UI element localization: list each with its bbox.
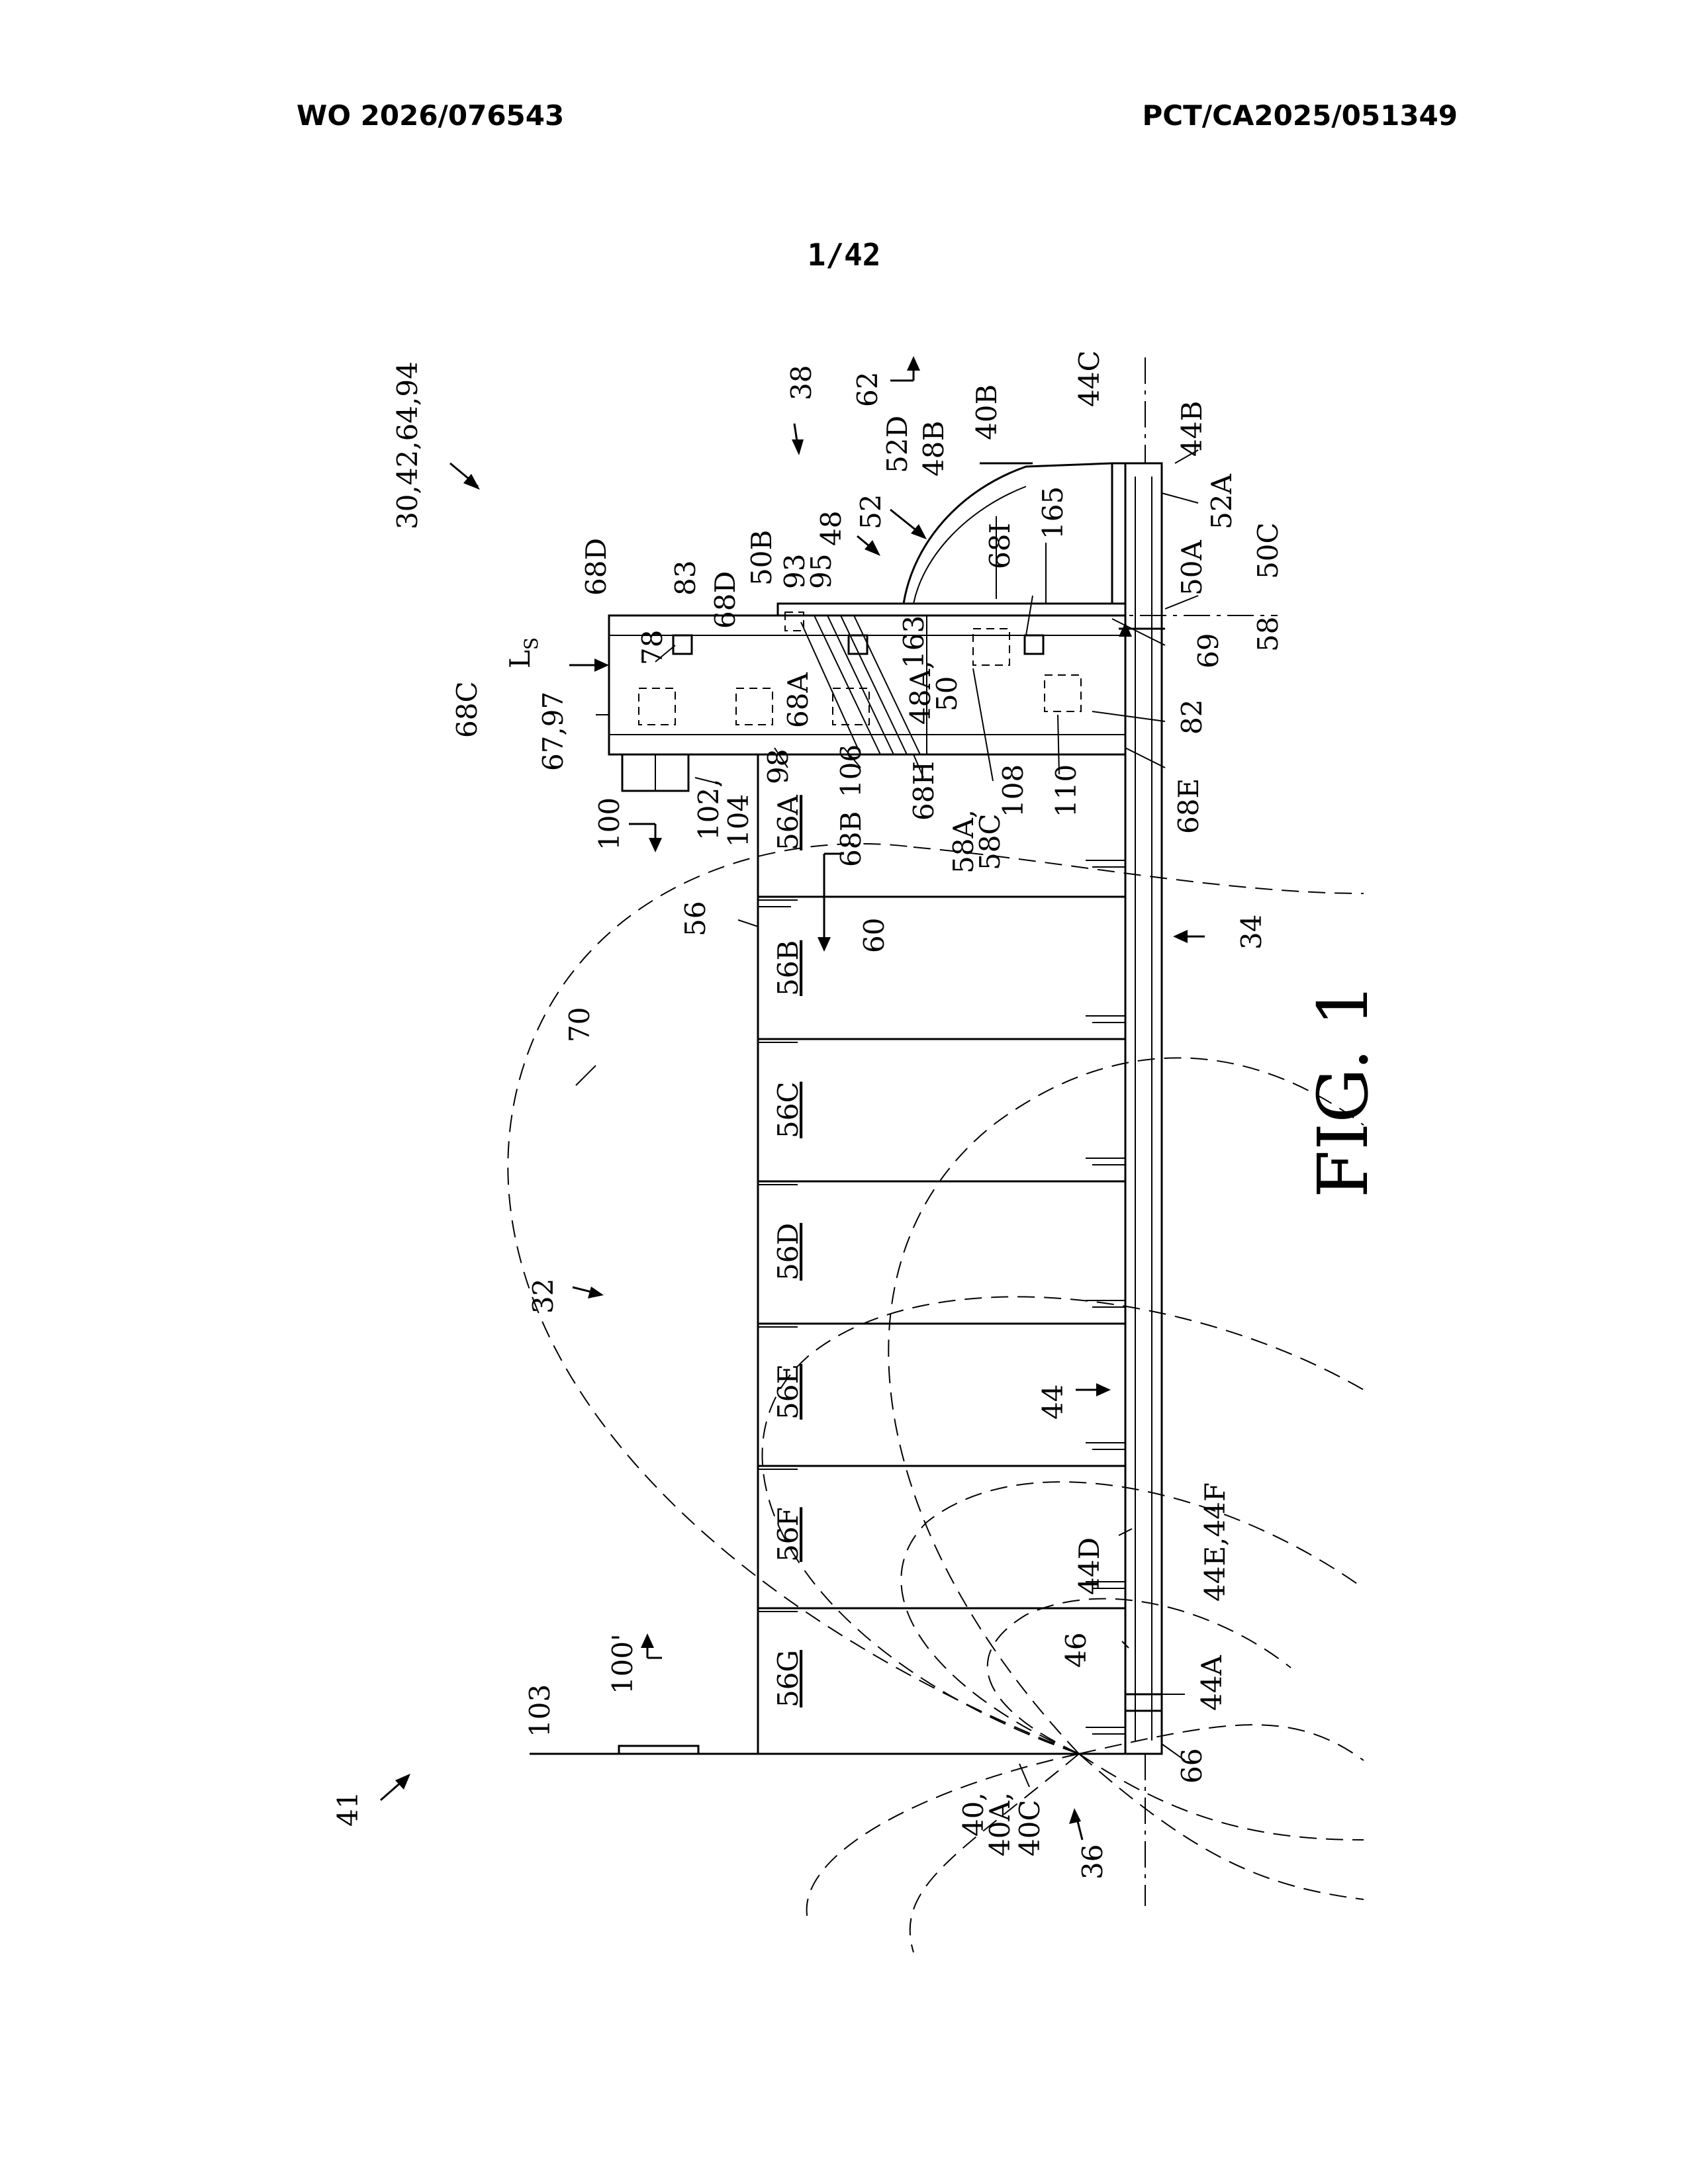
label-50a: 50A	[1176, 540, 1208, 596]
label-56a: 56A	[772, 795, 804, 850]
label-70: 70	[563, 1007, 596, 1042]
label-ls-sub: S	[520, 637, 542, 650]
label-36: 36	[1076, 1844, 1109, 1880]
label-108: 108	[997, 764, 1029, 817]
label-68e: 68E	[1172, 778, 1205, 834]
label-56b: 56B	[772, 940, 804, 996]
label-82: 82	[1176, 700, 1208, 735]
label-44ef: 44E,44F	[1199, 1482, 1231, 1602]
label-56c: 56C	[772, 1081, 804, 1138]
label-100: 100	[593, 797, 626, 850]
label-66: 66	[1176, 1749, 1208, 1784]
label-104: 104	[722, 794, 755, 847]
label-60: 60	[858, 918, 890, 953]
label-52d: 52D	[881, 416, 914, 473]
label-98: 98	[762, 749, 794, 784]
label-44: 44	[1037, 1385, 1069, 1420]
label-56d: 56D	[772, 1223, 804, 1281]
label-68a: 68A	[782, 672, 814, 728]
label-110: 110	[1050, 764, 1082, 817]
label-68b: 68B	[835, 811, 867, 867]
label-50: 50	[931, 676, 963, 711]
label-68d-top: 68D	[580, 538, 612, 596]
label-44a: 44A	[1196, 1655, 1228, 1711]
label-52: 52	[855, 494, 887, 529]
panel-stack-56	[530, 754, 1162, 1754]
label-67-97: 67,97	[537, 692, 569, 771]
label-56e: 56E	[772, 1364, 804, 1420]
label-68i: 68I	[984, 523, 1016, 569]
label-58: 58	[1252, 617, 1284, 652]
label-ls: LS	[504, 637, 542, 668]
label-50c: 50C	[1252, 522, 1284, 579]
label-48: 48	[815, 511, 847, 546]
enclosure-68	[609, 612, 1125, 791]
label-44b: 44B	[1176, 401, 1208, 457]
label-83: 83	[669, 561, 702, 596]
label-50b: 50B	[745, 530, 778, 586]
label-48b: 48B	[917, 421, 950, 477]
label-106: 106	[835, 745, 867, 797]
field-curves	[508, 844, 1364, 1952]
label-52a: 52A	[1205, 474, 1238, 529]
label-30: 30,42,64,94	[391, 361, 424, 529]
label-68h: 68H	[908, 761, 940, 821]
label-100p: 100'	[606, 1633, 639, 1694]
label-95: 95	[805, 554, 837, 589]
base-member-44	[1125, 357, 1162, 1906]
label-46: 46	[1060, 1633, 1092, 1668]
label-ls-main: L	[504, 650, 536, 668]
label-44d: 44D	[1073, 1537, 1105, 1595]
label-40a: 40A,	[984, 1792, 1016, 1856]
label-56g: 56G	[772, 1650, 804, 1707]
ground-103	[530, 1746, 758, 1754]
label-103: 103	[524, 1684, 556, 1737]
label-56f: 56F	[772, 1507, 804, 1562]
label-62: 62	[851, 372, 884, 407]
label-40b: 40B	[970, 385, 1003, 440]
label-58c: 58C	[974, 813, 1006, 870]
label-78: 78	[636, 630, 669, 665]
label-34: 34	[1235, 915, 1268, 950]
label-68c: 68C	[451, 681, 483, 738]
label-40c: 40C	[1013, 1799, 1046, 1856]
label-41: 41	[332, 1792, 364, 1827]
label-38: 38	[785, 365, 818, 400]
label-56: 56	[679, 901, 712, 936]
label-165: 165	[1037, 486, 1069, 539]
reference-labels: 30,42,64,94 38 62 40B 44C 44B 52D 48B 52…	[332, 350, 1284, 1880]
label-32: 32	[527, 1279, 559, 1314]
label-68d: 68D	[709, 571, 741, 629]
label-69: 69	[1192, 633, 1225, 668]
figure-title: FIG. 1	[1303, 983, 1383, 1198]
label-102: 102,	[692, 778, 725, 841]
label-44c: 44C	[1073, 350, 1105, 407]
